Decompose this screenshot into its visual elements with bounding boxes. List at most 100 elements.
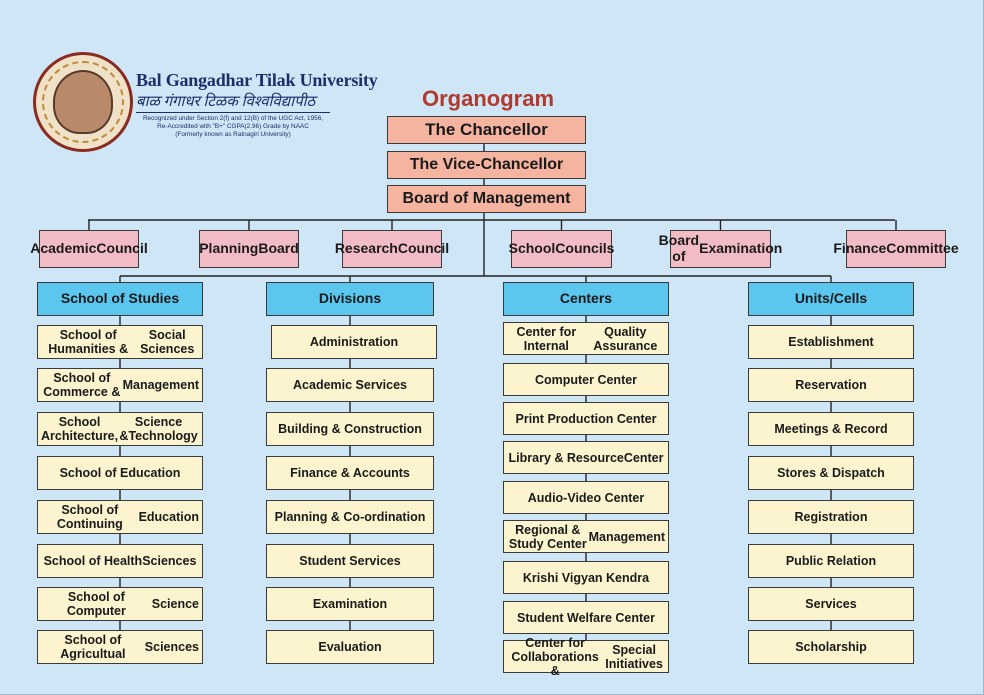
box-text-line: Registration [794, 510, 868, 524]
column-item-box: Administration [271, 325, 437, 359]
column-item-box: Print Production Center [503, 402, 669, 435]
university-header: Bal Gangadhar Tilak University बाळ गंगाध… [136, 70, 378, 139]
column-item-box: Stores & Dispatch [748, 456, 914, 490]
box-text-line: Center [623, 450, 664, 465]
box-text-line: Examination [699, 240, 783, 257]
box-text-line: Planning [199, 240, 259, 257]
box-text-line: Science [151, 597, 199, 611]
note-line: Re-Accredited with "B+" CGPA(2.96) Grade… [157, 123, 309, 130]
box-text-line: Library & Resource [508, 450, 624, 465]
university-name-hindi: बाळ गंगाधर टिळक विश्वविद्यापीठ [136, 91, 330, 113]
box-text-line: School of Agricultual [60, 633, 126, 661]
box-text-line: Sciences [144, 640, 199, 654]
column-item-box: Academic Services [266, 368, 434, 402]
box-text-line: Council [397, 240, 450, 257]
box-text-line: Finance [833, 240, 887, 257]
column-item-box: School Architecture,Science &Technology [37, 412, 203, 446]
box-text-line: Evaluation [318, 640, 382, 654]
box-text-line: Science &Technology [119, 415, 198, 443]
column-item-box: School of Humanities & Social Sciences [37, 325, 203, 359]
column-item-box: Establishment [748, 325, 914, 359]
column-item-box: Computer Center [503, 363, 669, 396]
box-text-line: School of Continuing [56, 503, 123, 531]
box-text-line: School of Commerce & [43, 371, 121, 399]
box-text-line: Examination [312, 597, 388, 611]
seal-ring [42, 61, 124, 143]
box-text-line: Meetings & Record [774, 422, 888, 436]
box-text-line: Krishi Vigyan Kendra [522, 570, 650, 585]
box-text-line: School Architecture, [41, 415, 119, 443]
box-text-line: Student Welfare Center [517, 610, 655, 625]
box-text-line: Center for Internal [516, 324, 577, 353]
box-text-line: Special Initiatives [605, 642, 663, 671]
column-item-box: Scholarship [748, 630, 914, 664]
box-text-line: School of Computer [66, 590, 126, 618]
column-item-box: School of Computer Science [37, 587, 203, 621]
column-item-box: Center for Collaborations &Special Initi… [503, 636, 669, 678]
column-item-box: Student Welfare Center [503, 601, 669, 634]
box-text-line: Public Relation [785, 554, 877, 568]
box-text-line: Print Production Center [515, 411, 657, 426]
vice-chancellor-box: The Vice-Chancellor [387, 151, 586, 179]
box-text-line: Building & Construction [278, 422, 422, 436]
box-text-line: Committee [886, 240, 959, 257]
column-item-box: Services [748, 587, 914, 621]
box-text-line: Research [334, 240, 398, 257]
box-text-line: Quality Assurance [593, 324, 658, 353]
box-text-line: Center for Collaborations & [511, 635, 599, 678]
box-text-line: Management [588, 529, 665, 544]
box-text-line: Scholarship [795, 640, 867, 654]
box-text-line: Establishment [788, 335, 874, 349]
column-item-box: Finance & Accounts [266, 456, 434, 490]
university-note: Recognized under Section 2(f) and 12(B) … [136, 115, 330, 139]
box-text-line: Administration [309, 335, 399, 349]
column-item-box: School of Agricultual Sciences [37, 630, 203, 664]
box-text-line: Board of [658, 232, 700, 264]
column-item-box: Audio-Video Center [503, 481, 669, 514]
box-text-line: Management [122, 378, 199, 392]
box-text-line: School of Humanities & [48, 328, 129, 356]
box-text-line: Services [805, 597, 857, 611]
box-text-line: Finance & Accounts [290, 466, 410, 480]
box-text-line: Regional & Study Center [508, 522, 587, 551]
column-item-box: Student Services [266, 544, 434, 578]
box-text-line: Academic Services [293, 378, 407, 392]
box-text-line: Computer Center [534, 372, 638, 387]
column-item-box: Public Relation [748, 544, 914, 578]
column-item-box: Examination [266, 587, 434, 621]
column-item-box: Planning & Co-ordination [266, 500, 434, 534]
board-of-management-box: Board of Management [387, 185, 586, 213]
box-text-line: Council [96, 240, 148, 257]
box-text-line: Stores & Dispatch [777, 466, 885, 480]
box-text-line: Sciences [142, 554, 197, 568]
box-text-line: Reservation [795, 378, 867, 392]
column-item-box: Building & Construction [266, 412, 434, 446]
note-line: (Formerly known as Ratnagiri University) [175, 131, 291, 138]
box-text-line: School [508, 240, 556, 257]
column-item-box: Center for Internal Quality Assurance [503, 322, 669, 355]
page-title: Organogram [421, 86, 555, 111]
box-text-line: School of Health [43, 554, 143, 568]
university-seal-logo [33, 52, 133, 152]
box-text-line: School of Education [59, 466, 181, 480]
column-item-box: Reservation [748, 368, 914, 402]
university-name: Bal Gangadhar Tilak University [136, 70, 378, 90]
chancellor-box: The Chancellor [387, 116, 586, 144]
box-text-line: Social Sciences [140, 328, 195, 356]
column-header: School of Studies [37, 282, 203, 316]
column-header: Units/Cells [748, 282, 914, 316]
box-text-line: Board [258, 240, 299, 257]
box-text-line: Student Services [299, 554, 401, 568]
column-item-box: Evaluation [266, 630, 434, 664]
